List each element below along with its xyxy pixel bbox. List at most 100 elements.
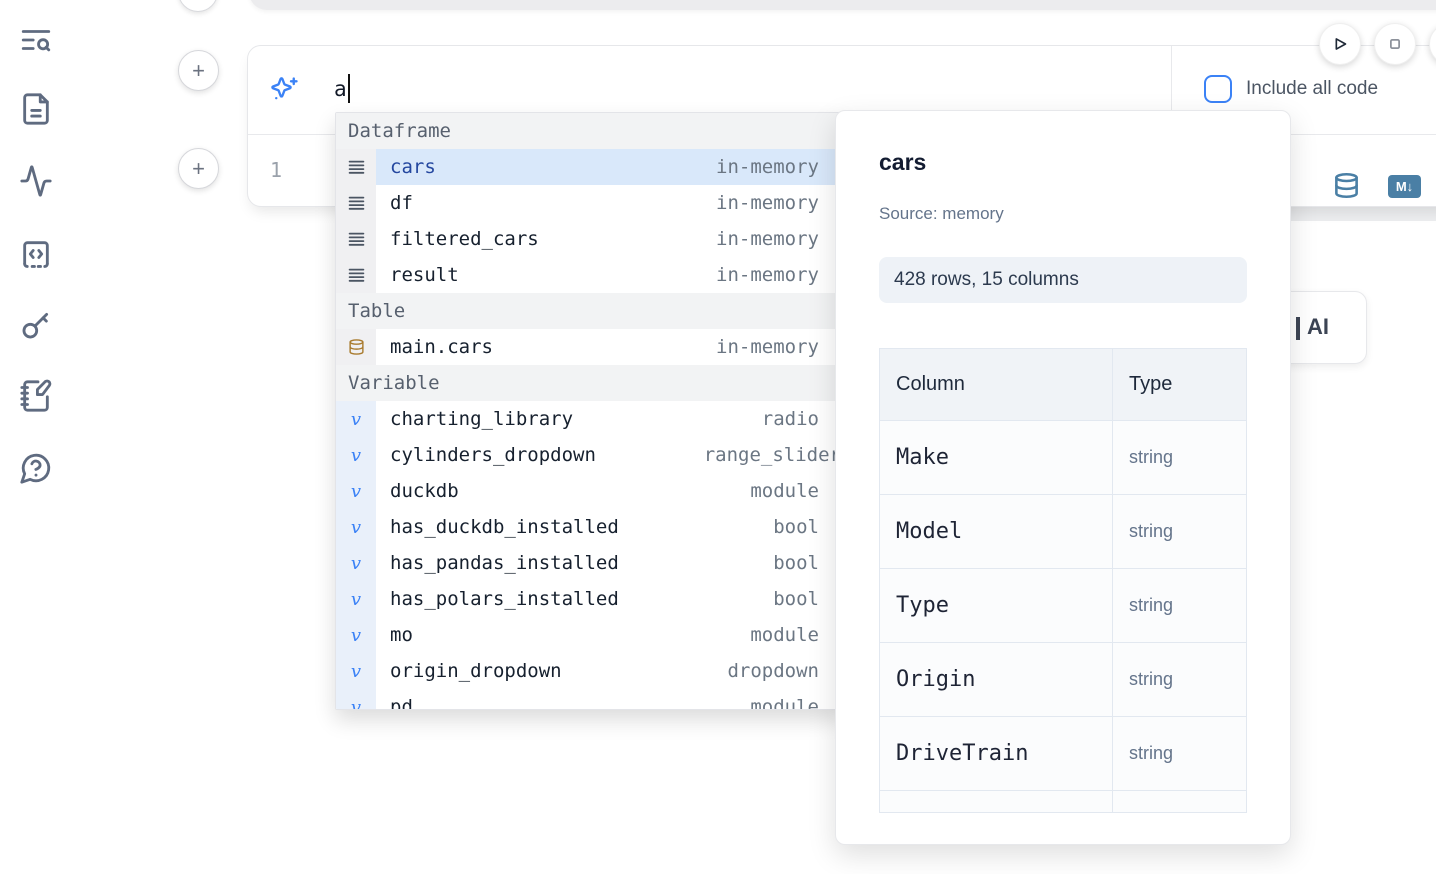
- schema-column-type: [1113, 791, 1246, 812]
- schema-column-name: Type: [880, 569, 1113, 642]
- autocomplete-section-header: Table: [336, 293, 844, 329]
- autocomplete-item-meta: bool: [773, 516, 819, 538]
- clipped-letter-fragment: [1296, 317, 1300, 340]
- autocomplete-item-meta: radio: [761, 408, 819, 430]
- markdown-icon[interactable]: M↓: [1388, 175, 1421, 198]
- stop-button[interactable]: [1374, 23, 1416, 65]
- activity-icon[interactable]: [19, 164, 53, 198]
- variable-icon: v: [336, 437, 376, 473]
- autocomplete-item[interactable]: v has_duckdb_installed bool: [336, 509, 844, 545]
- schema-column-type: string: [1129, 669, 1174, 689]
- schema-column-type: string: [1129, 743, 1174, 763]
- autocomplete-item-meta: bool: [773, 588, 819, 610]
- dataframe-source: Source: memory: [879, 204, 1004, 223]
- autocomplete-item[interactable]: df in-memory: [336, 185, 844, 221]
- dataframe-icon: [336, 221, 376, 257]
- add-cell-button-clipped[interactable]: [178, 0, 218, 12]
- autocomplete-item-name: cylinders_dropdown: [390, 444, 596, 466]
- autocomplete-item-meta: module: [750, 696, 819, 710]
- schema-column-type: string: [1129, 521, 1174, 541]
- variable-icon: v: [336, 581, 376, 617]
- autocomplete-item-name: charting_library: [390, 408, 574, 430]
- autocomplete-item-name: main.cars: [390, 336, 493, 358]
- schema-column-type: string: [1129, 447, 1174, 467]
- help-chat-icon[interactable]: [19, 451, 53, 485]
- schema-column-name: Origin: [880, 643, 1113, 716]
- autocomplete-item-name: has_polars_installed: [390, 588, 619, 610]
- autocomplete-item[interactable]: v has_polars_installed bool: [336, 581, 844, 617]
- schema-column-name: Model: [880, 495, 1113, 568]
- autocomplete-item-name: mo: [390, 624, 413, 646]
- play-icon: [1335, 38, 1347, 50]
- dataframe-detail-popup: cars Source: memory 428 rows, 15 columns…: [835, 110, 1291, 845]
- autocomplete-item[interactable]: cars in-memory: [336, 149, 844, 185]
- prompt-divider: [1171, 46, 1172, 134]
- ai-sparkles-icon: [270, 75, 300, 105]
- schema-column-name: Make: [880, 421, 1113, 494]
- add-cell-above-button[interactable]: +: [178, 50, 219, 91]
- variable-icon: v: [336, 509, 376, 545]
- schema-table-header-cell: Column: [880, 349, 1113, 420]
- autocomplete-item-meta: module: [750, 624, 819, 646]
- autocomplete-item-meta: range_slider: [703, 444, 841, 466]
- autocomplete-item-name: has_duckdb_installed: [390, 516, 619, 538]
- ai-prompt-input[interactable]: a: [334, 74, 350, 103]
- autocomplete-item-name: has_pandas_installed: [390, 552, 619, 574]
- autocomplete-item-meta: module: [750, 480, 819, 502]
- ai-button-label: AI: [1307, 314, 1329, 339]
- autocomplete-item-name: df: [390, 192, 413, 214]
- notebook-pen-icon[interactable]: [19, 379, 53, 413]
- autocomplete-item-name: result: [390, 264, 459, 286]
- autocomplete-item-meta: in-memory: [716, 156, 819, 178]
- autocomplete-item[interactable]: v charting_library radio: [336, 401, 844, 437]
- schema-table-header-row: Column Type: [880, 349, 1246, 421]
- file-document-icon[interactable]: [19, 92, 53, 126]
- schema-table-row: Make string: [880, 421, 1246, 495]
- snippets-code-icon[interactable]: [19, 237, 53, 271]
- schema-table-row: DriveTrain string: [880, 717, 1246, 791]
- schema-table-row: Origin string: [880, 643, 1246, 717]
- autocomplete-item-name: cars: [390, 156, 436, 178]
- dataframe-shape-badge: 428 rows, 15 columns: [879, 257, 1247, 303]
- run-cell-button[interactable]: [1319, 23, 1361, 65]
- autocomplete-item-name: duckdb: [390, 480, 459, 502]
- dataframe-title: cars: [879, 149, 927, 175]
- autocomplete-item-name: filtered_cars: [390, 228, 539, 250]
- text-search-icon[interactable]: [19, 23, 53, 57]
- variable-icon: v: [336, 473, 376, 509]
- variable-icon: v: [336, 617, 376, 653]
- variable-icon: v: [336, 401, 376, 437]
- variable-icon: v: [336, 653, 376, 689]
- schema-column-name: DriveTrain: [880, 717, 1113, 790]
- autocomplete-item[interactable]: main.cars in-memory: [336, 329, 844, 365]
- autocomplete-item-meta: bool: [773, 552, 819, 574]
- previous-cell-bottom-edge: [249, 0, 1436, 10]
- autocomplete-item[interactable]: v cylinders_dropdown range_slider: [336, 437, 844, 473]
- add-cell-below-button[interactable]: +: [178, 148, 219, 189]
- include-all-code-label: Include all code: [1246, 78, 1379, 99]
- autocomplete-item-meta: in-memory: [716, 336, 819, 358]
- line-number: 1: [270, 158, 283, 182]
- autocomplete-item-meta: in-memory: [716, 192, 819, 214]
- schema-table-header-cell: Type: [1129, 373, 1173, 395]
- include-all-code-checkbox[interactable]: [1204, 75, 1232, 103]
- dataframe-icon: [336, 149, 376, 185]
- dataframe-icon: [336, 185, 376, 221]
- autocomplete-item-name: origin_dropdown: [390, 660, 562, 682]
- database-icon[interactable]: [1333, 172, 1360, 201]
- stop-icon: [1390, 39, 1400, 49]
- schema-table-row: Model string: [880, 495, 1246, 569]
- key-icon[interactable]: [19, 308, 53, 342]
- text-caret: [347, 74, 350, 103]
